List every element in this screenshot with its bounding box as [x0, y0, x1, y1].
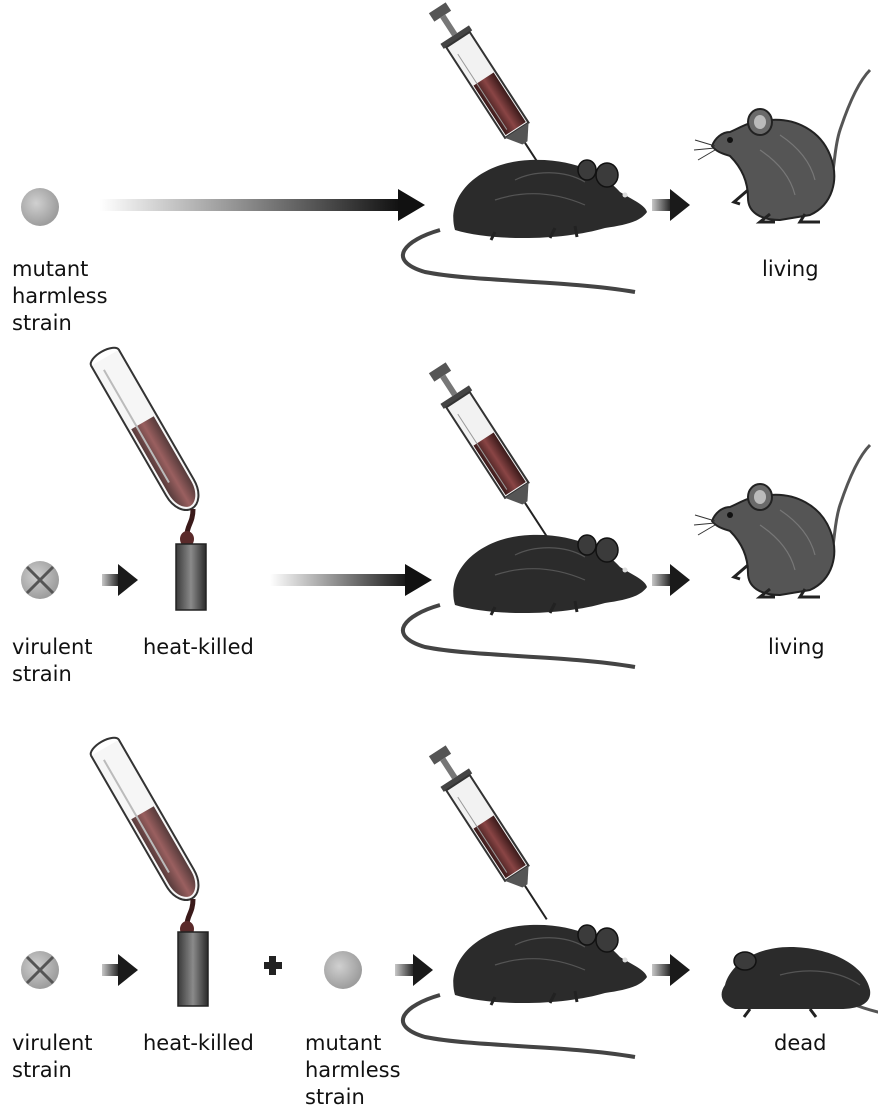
added-strain-label: mutant harmless strain [305, 1030, 401, 1111]
input-label: mutant harmless strain [12, 256, 108, 337]
harmless-cell-icon [324, 951, 362, 989]
virulent-cell-icon [21, 951, 59, 989]
living-mouse-icon [694, 70, 870, 222]
short-arrow-icon [102, 954, 138, 986]
harmless-cell-icon [21, 188, 59, 226]
test-tube-icon [88, 734, 206, 937]
syringe-icon [423, 742, 561, 929]
living-mouse-icon [694, 445, 870, 597]
injected-mouse-icon [403, 160, 647, 292]
treatment-label: heat-killed [143, 634, 254, 661]
short-arrow-icon [652, 954, 690, 986]
short-arrow-icon [652, 189, 690, 221]
input-label: virulent strain [12, 1030, 93, 1084]
short-arrow-icon [652, 564, 690, 596]
virulent-cell-icon [21, 561, 59, 599]
injected-mouse-icon [403, 925, 647, 1057]
long-arrow-icon [270, 564, 432, 596]
outcome-label: living [762, 256, 819, 283]
input-label: virulent strain [12, 634, 93, 688]
outcome-label: living [768, 634, 825, 661]
short-arrow-icon [102, 564, 138, 596]
long-arrow-icon [100, 189, 425, 221]
heat-killed-vial-icon [178, 932, 208, 1006]
short-arrow-icon [395, 954, 433, 986]
treatment-label: heat-killed [143, 1030, 254, 1057]
test-tube-icon [88, 344, 206, 547]
syringe-icon [423, 359, 561, 546]
syringe-icon [423, 0, 561, 186]
dead-mouse-icon [722, 947, 878, 1017]
outcome-label: dead [774, 1030, 826, 1057]
heat-killed-vial-icon [176, 544, 206, 610]
injected-mouse-icon [403, 535, 647, 667]
plus-icon [264, 956, 282, 975]
